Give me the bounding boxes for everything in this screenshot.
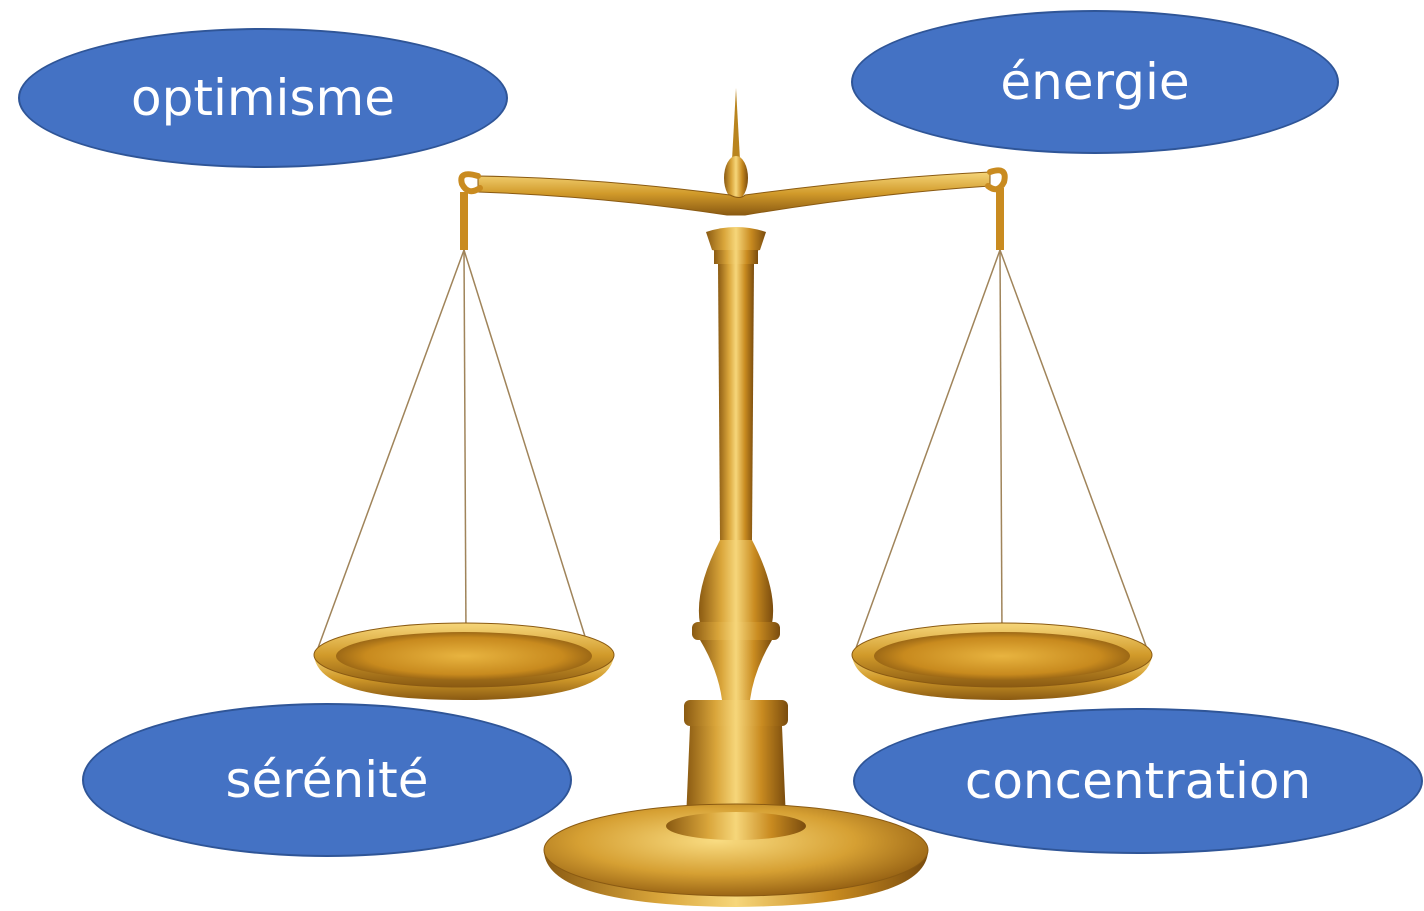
bubble-concentration: concentration — [853, 708, 1423, 854]
bubble-energie: énergie — [851, 10, 1339, 154]
bubble-label-concentration: concentration — [964, 752, 1312, 810]
bubble-label-optimisme: optimisme — [131, 69, 395, 127]
bubble-label-energie: énergie — [1000, 53, 1190, 111]
bubble-serenite: sérénité — [82, 703, 572, 857]
bubble-optimisme: optimisme — [18, 28, 508, 168]
bubble-label-serenite: sérénité — [225, 751, 429, 809]
